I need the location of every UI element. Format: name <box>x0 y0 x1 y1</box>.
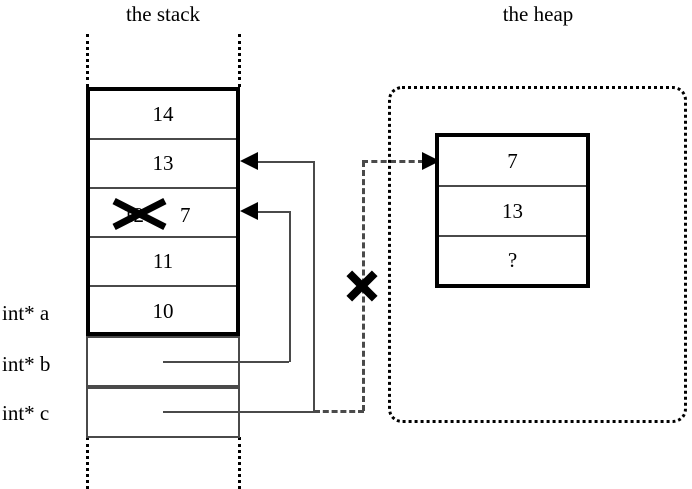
pointer-c-riser <box>313 161 315 412</box>
heap-cell-1: 13 <box>439 187 586 237</box>
stale-pointer-approach-dash <box>362 160 424 163</box>
heap-cell-2: ? <box>439 237 586 284</box>
stack-cell-3: 11 <box>90 238 236 287</box>
heap-cell-0-value: 7 <box>507 148 518 173</box>
stack-cell-1-value: 13 <box>152 151 174 175</box>
stack-cell-0-value: 14 <box>152 102 174 126</box>
heap-cell-0: 7 <box>439 137 586 187</box>
stale-pointer-base-dash <box>314 410 364 413</box>
pointer-b-arrowhead <box>240 202 258 220</box>
variable-label-b: int* b <box>2 352 51 376</box>
stack-cell-4-value: 10 <box>152 299 174 323</box>
pointer-c-stub <box>163 411 314 413</box>
stack-cell-4: 10 <box>90 287 236 336</box>
stack-right-boundary-dotted-lower <box>238 437 241 489</box>
variable-label-a: int* a <box>2 301 50 325</box>
stack-cell-0: 14 <box>90 91 236 140</box>
pointer-b-approach <box>248 211 290 213</box>
heap-region <box>388 86 687 423</box>
stack-cell-2-content: 12 7 <box>90 189 236 236</box>
stale-pointer-riser-dash <box>362 161 365 411</box>
stack-cell-1: 13 <box>90 140 236 189</box>
heap-title: the heap <box>502 2 574 26</box>
stack-title: the stack <box>125 2 201 26</box>
heap-cell-2-value: ? <box>507 248 518 272</box>
stack-cell-2: 12 7 <box>90 189 236 238</box>
invalid-pointer-x-icon <box>344 268 380 304</box>
stack-cell-3-value: 11 <box>152 249 174 273</box>
stack-left-boundary-dotted-lower <box>86 437 89 489</box>
pointer-c-approach <box>248 161 314 163</box>
stack-right-boundary-dotted <box>238 34 241 87</box>
stack-left-boundary-dotted <box>86 34 89 87</box>
pointer-c-arrowhead <box>240 152 258 170</box>
stack-cell-2-old-value: 12 <box>123 203 144 227</box>
variable-label-c: int* c <box>2 401 50 425</box>
heap-block: 7 13 ? <box>435 133 590 288</box>
stack-cell-2-new-value: 7 <box>180 203 191 227</box>
heap-cell-1-value: 13 <box>502 198 523 223</box>
stack-frame: 14 13 12 7 11 10 <box>86 87 240 336</box>
pointer-b-riser <box>289 211 291 362</box>
pointer-b-stub <box>163 361 289 363</box>
